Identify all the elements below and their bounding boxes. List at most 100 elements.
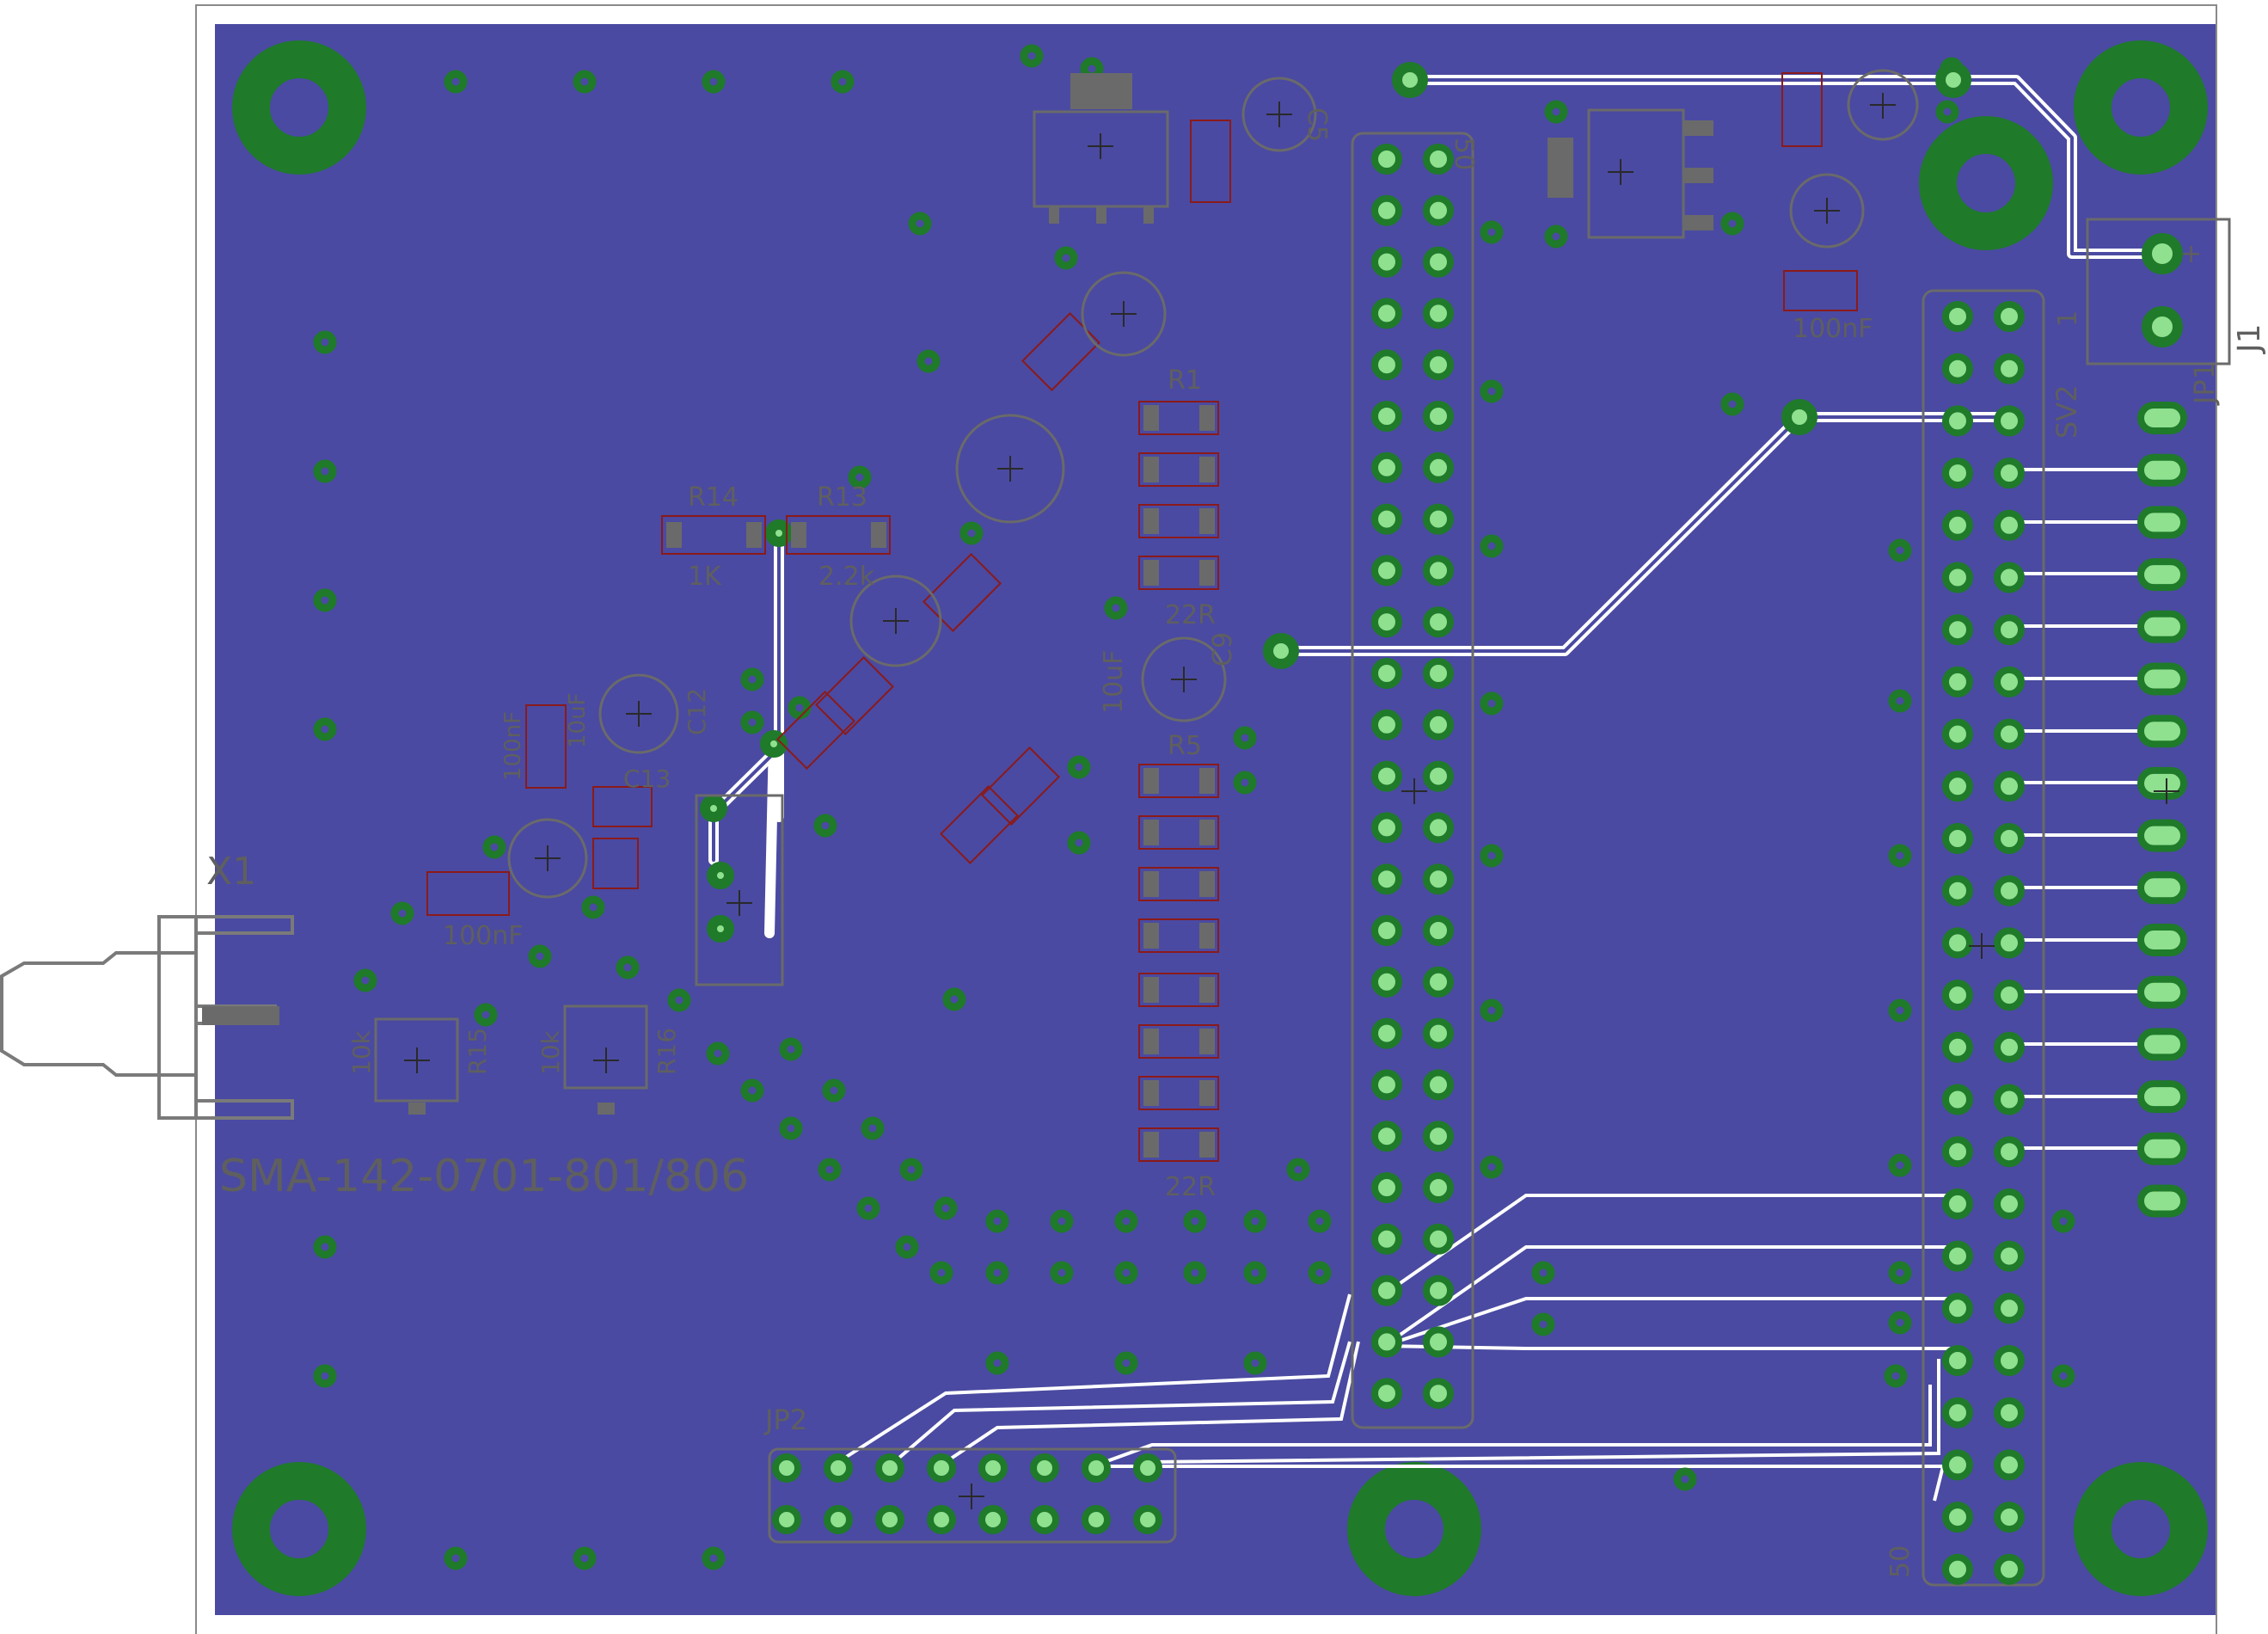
jp1-pad [2137,453,2187,487]
resistor-footprint [1138,1024,1219,1059]
electrolytic-caps [507,69,1919,899]
header-pad [1371,144,1402,175]
mounting-hole-tl [232,40,366,175]
label-100nf-left: 100nF [443,921,524,951]
center-header [1351,132,1474,1429]
sv2-pad [1994,1449,2025,1481]
jp1-pad [2137,819,2187,852]
header-pad [1423,1223,1454,1255]
header-pad [1371,966,1402,998]
sv2-pad [1994,1553,2025,1585]
sv2-pad [1942,823,1973,854]
resistor-pad [1143,820,1159,845]
header-pad [1371,915,1402,946]
large-vias [700,62,1971,943]
label-j1: J1 [2232,323,2267,354]
label-r15-value: 10k [347,1029,376,1075]
sv2-pad [1942,1293,1973,1324]
label-r1: R1 [1168,366,1202,396]
sv2-pad [1942,1449,1973,1481]
regulators [374,108,1685,1103]
header-pad [1423,298,1454,329]
label-c5: C5 [1302,108,1332,142]
label-100nf-mid: 100nF [500,711,526,781]
jp2-pad [824,1453,853,1483]
label-22r-top: 22R [1165,600,1216,630]
j1-connector [2086,218,2231,366]
header-pad [1371,555,1402,587]
sv2-pad [1994,771,2025,802]
resistor-pad [1199,977,1215,1003]
jp2-header [768,1447,1177,1544]
origin-markers [404,93,2179,1509]
resistor-pad [1199,871,1215,897]
jp2-pad [772,1453,801,1483]
jp1-pad [2137,506,2187,539]
resistor-footprint [1138,973,1219,1007]
sv2-pad [1994,927,2025,959]
jp1-pad [2137,975,2187,1009]
header-pad [1423,194,1454,226]
header-pad [1371,1326,1402,1358]
header-pad [1371,606,1402,638]
resistor-footprint [1138,556,1219,590]
label-sv2: SV2 [2050,384,2083,439]
resistor-pad [1143,923,1159,949]
label-r16: R16 [653,1028,681,1075]
traces-inner [712,78,2164,862]
resistor-pad [1143,560,1159,586]
header-pad [1423,760,1454,792]
sv2-pad [1994,1136,2025,1168]
mounting-hole-tr2 [1919,116,2053,250]
resistor-footprint [1138,764,1219,798]
connector-value: SMA-142-0701-801/806 [219,1151,749,1202]
mounting-hole-br [2074,1462,2208,1596]
header-pad [1371,1172,1402,1203]
sv2-pad [1994,301,2025,332]
sv2-pad [1942,405,1973,437]
jp2-pad [1133,1453,1162,1483]
resistor-pad [1199,768,1215,794]
jp2-pad [1030,1505,1059,1534]
label-100nf-right: 100nF [1793,314,1873,344]
label-r14-value: 1K [688,562,722,592]
sv2-pad [1942,1345,1973,1376]
sv2-pad [1942,1031,1973,1063]
header-pad [1423,915,1454,946]
sv2-pad [1942,875,1973,906]
label-c9: C9 [1208,632,1238,666]
sv2-pad [1942,614,1973,646]
resistor-pad [1143,405,1159,431]
jp1-pad [2137,402,2187,434]
resistor-footprint [1138,918,1219,953]
jp2-pad [1030,1453,1059,1483]
sv2-pad [1994,1031,2025,1063]
resistor-pad [1199,1029,1215,1054]
jp2-pad [927,1505,956,1534]
jp2-pad [1082,1505,1111,1534]
jp1-pad [2137,1184,2187,1218]
resistor-footprint [1138,815,1219,850]
sv2-pad [1994,1502,2025,1533]
resistor-pad [1199,560,1215,586]
resistor-footprint [1138,504,1219,538]
resistor-pad [1199,1080,1215,1106]
sv2-pad [1942,718,1973,750]
sv2-pad [1994,1293,2025,1324]
header-pad [1423,812,1454,844]
sv2-pad [1942,771,1973,802]
jp2-pad [875,1505,904,1534]
jp1-pad [2137,871,2187,905]
header-pad [1423,863,1454,895]
resistor-footprint [1138,452,1219,487]
label-sv2-pin50: 50 [1885,1545,1916,1578]
resistor-pad [1143,1029,1159,1054]
smd-parts [426,72,1858,916]
sv2-pad [1994,823,2025,854]
header-pad [1371,1121,1402,1152]
sv2-pad [1942,666,1973,697]
header-pad [1423,555,1454,587]
sv2-pad [1994,1345,2025,1376]
resistor-pad [1199,923,1215,949]
jp2-pad [978,1505,1008,1534]
